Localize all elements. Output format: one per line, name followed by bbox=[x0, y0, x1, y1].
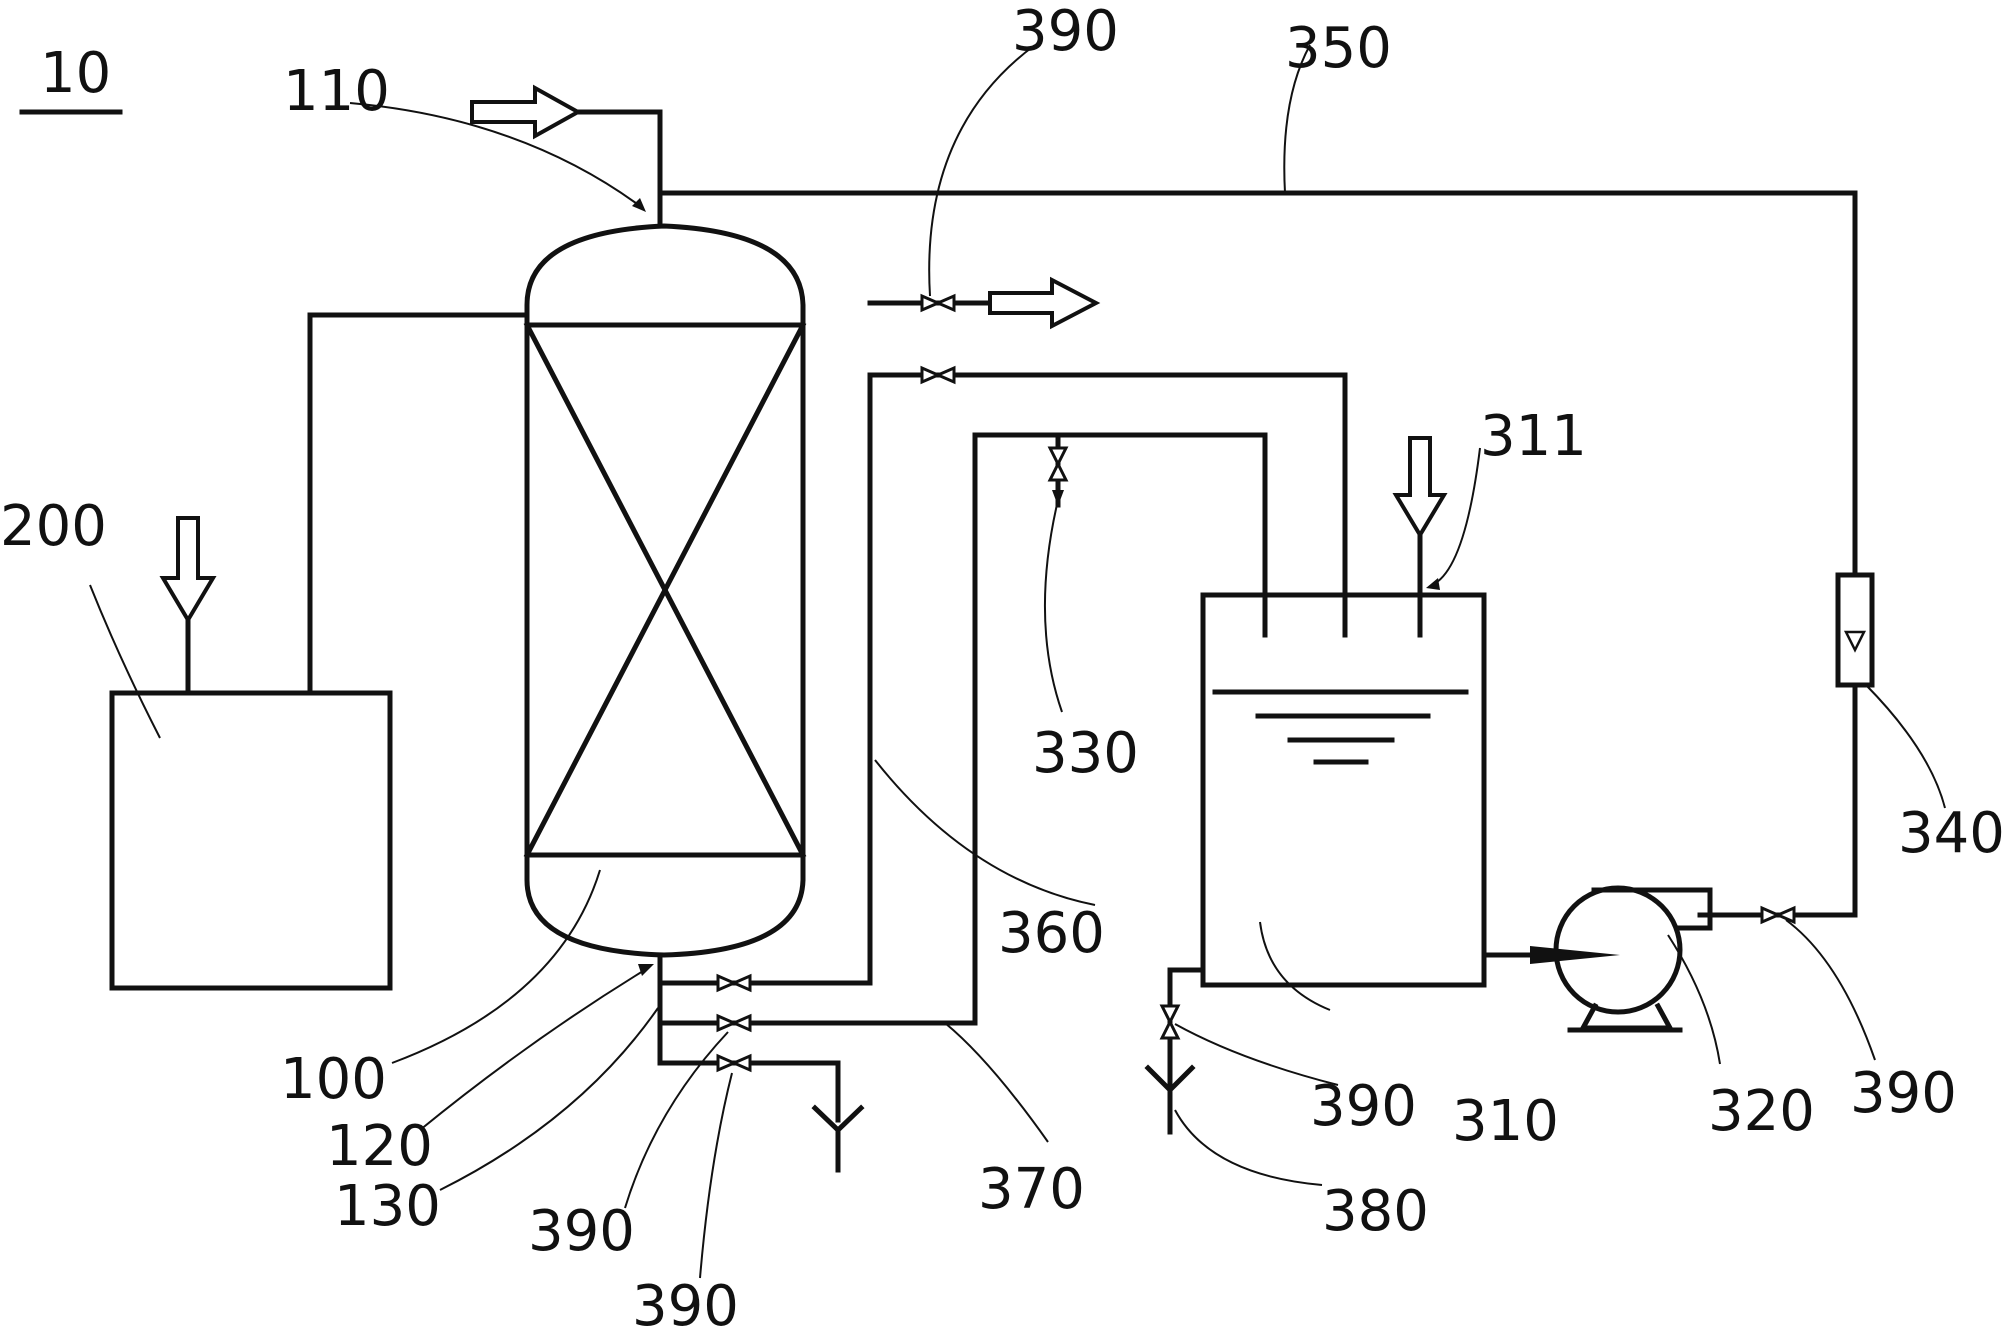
top-inlet-arrow-icon bbox=[470, 84, 583, 140]
leader-310 bbox=[1259, 921, 1331, 1011]
feeder-body bbox=[109, 690, 393, 991]
line-360-valve-icon bbox=[920, 365, 956, 385]
label-390-bottom-b: 390 bbox=[632, 1274, 739, 1331]
reactor-shell bbox=[524, 223, 806, 958]
return-line-350 bbox=[657, 190, 1858, 578]
feeder-to-reactor-pipe bbox=[307, 312, 530, 696]
packing-cross-b bbox=[523, 321, 807, 859]
flowmeter-body bbox=[1835, 572, 1875, 688]
label-370: 370 bbox=[978, 1157, 1085, 1222]
line-370 bbox=[739, 432, 1268, 1026]
label-330: 330 bbox=[1032, 721, 1139, 786]
tank-body bbox=[1200, 592, 1487, 988]
label-200: 200 bbox=[0, 494, 107, 559]
tank bbox=[1200, 592, 1487, 988]
leader-110 bbox=[349, 102, 641, 207]
tank-inlet-arrow-icon bbox=[1392, 436, 1448, 539]
leader-311 bbox=[1431, 447, 1481, 586]
leader-330 bbox=[1043, 499, 1063, 713]
flowmeter bbox=[1835, 572, 1875, 918]
feeder bbox=[109, 312, 530, 991]
label-390-bottom-a: 390 bbox=[528, 1199, 635, 1264]
label-110: 110 bbox=[283, 59, 390, 124]
top-inlet-pipe bbox=[575, 109, 663, 229]
bottom-valve-1-icon bbox=[716, 973, 752, 993]
tank-drain-pipe bbox=[1167, 967, 1206, 1090]
tank-inlet bbox=[1392, 436, 1448, 638]
tank-drain-valve-icon bbox=[1159, 1004, 1181, 1040]
bottom-valve-3-icon bbox=[716, 1053, 752, 1073]
leader-360 bbox=[874, 759, 1096, 906]
label-350: 350 bbox=[1285, 16, 1392, 81]
label-130: 130 bbox=[334, 1174, 441, 1239]
check-valve bbox=[1047, 432, 1069, 508]
tank-drain bbox=[1144, 967, 1206, 1135]
line-360 bbox=[739, 372, 1348, 986]
bottom-drain-pipe bbox=[657, 1060, 841, 1123]
leader-390-bottom-b bbox=[699, 1072, 733, 1279]
label-390-top: 390 bbox=[1012, 0, 1119, 64]
label-320: 320 bbox=[1708, 1079, 1815, 1144]
pump-valve-icon bbox=[1760, 905, 1796, 925]
leader-110-arrow-icon bbox=[632, 198, 646, 212]
leader-100 bbox=[391, 869, 601, 1064]
leader-390-top bbox=[928, 44, 1036, 297]
leader-320 bbox=[1667, 934, 1721, 1065]
label-340: 340 bbox=[1898, 801, 2005, 866]
label-100: 100 bbox=[280, 1047, 387, 1112]
vent-arrow-icon bbox=[988, 276, 1101, 330]
leader-120 bbox=[419, 967, 649, 1131]
leader-120-arrow-icon bbox=[638, 964, 654, 976]
reactor-vessel bbox=[523, 223, 807, 958]
leader-311-arrow-icon bbox=[1426, 578, 1440, 590]
leader-390-drain bbox=[1174, 1023, 1339, 1086]
leader-lines bbox=[89, 44, 1946, 1279]
leader-370 bbox=[944, 1022, 1049, 1143]
leader-200 bbox=[89, 584, 161, 739]
leader-390-pump bbox=[1785, 919, 1876, 1061]
vent-valve-icon bbox=[920, 293, 956, 313]
check-valve-flow-icon bbox=[1052, 490, 1064, 506]
label-311: 311 bbox=[1480, 404, 1587, 469]
figure-label: 10 bbox=[19, 41, 123, 115]
leader-350 bbox=[1283, 44, 1311, 194]
label-360: 360 bbox=[998, 901, 1105, 966]
pump bbox=[1481, 885, 1713, 1033]
label-310: 310 bbox=[1452, 1089, 1559, 1154]
check-valve-icon bbox=[1047, 446, 1069, 482]
feeder-inlet-arrow-icon bbox=[159, 516, 217, 624]
leader-340 bbox=[1865, 684, 1946, 809]
pump-volute-outlet bbox=[1591, 887, 1713, 931]
leader-390-bottom-a bbox=[624, 1031, 729, 1209]
label-390-pump: 390 bbox=[1850, 1061, 1957, 1126]
label-390-drain: 390 bbox=[1310, 1074, 1417, 1139]
bottom-valve-2-icon bbox=[716, 1013, 752, 1033]
pump-casing bbox=[1553, 885, 1683, 1015]
flowmeter-float-icon bbox=[1843, 630, 1867, 653]
leader-130 bbox=[439, 1007, 659, 1191]
tank-drain-outlet-icon bbox=[1144, 1064, 1196, 1135]
bottom-drain-outlet-icon bbox=[811, 1104, 865, 1173]
pump-suction-arrow-icon bbox=[1530, 946, 1620, 964]
reactor-bottom-piping bbox=[657, 952, 865, 1173]
leader-380 bbox=[1174, 1109, 1323, 1186]
figure-number: 10 bbox=[40, 41, 111, 106]
top-inlet bbox=[470, 84, 663, 229]
label-380: 380 bbox=[1322, 1179, 1429, 1244]
label-120: 120 bbox=[326, 1114, 433, 1179]
